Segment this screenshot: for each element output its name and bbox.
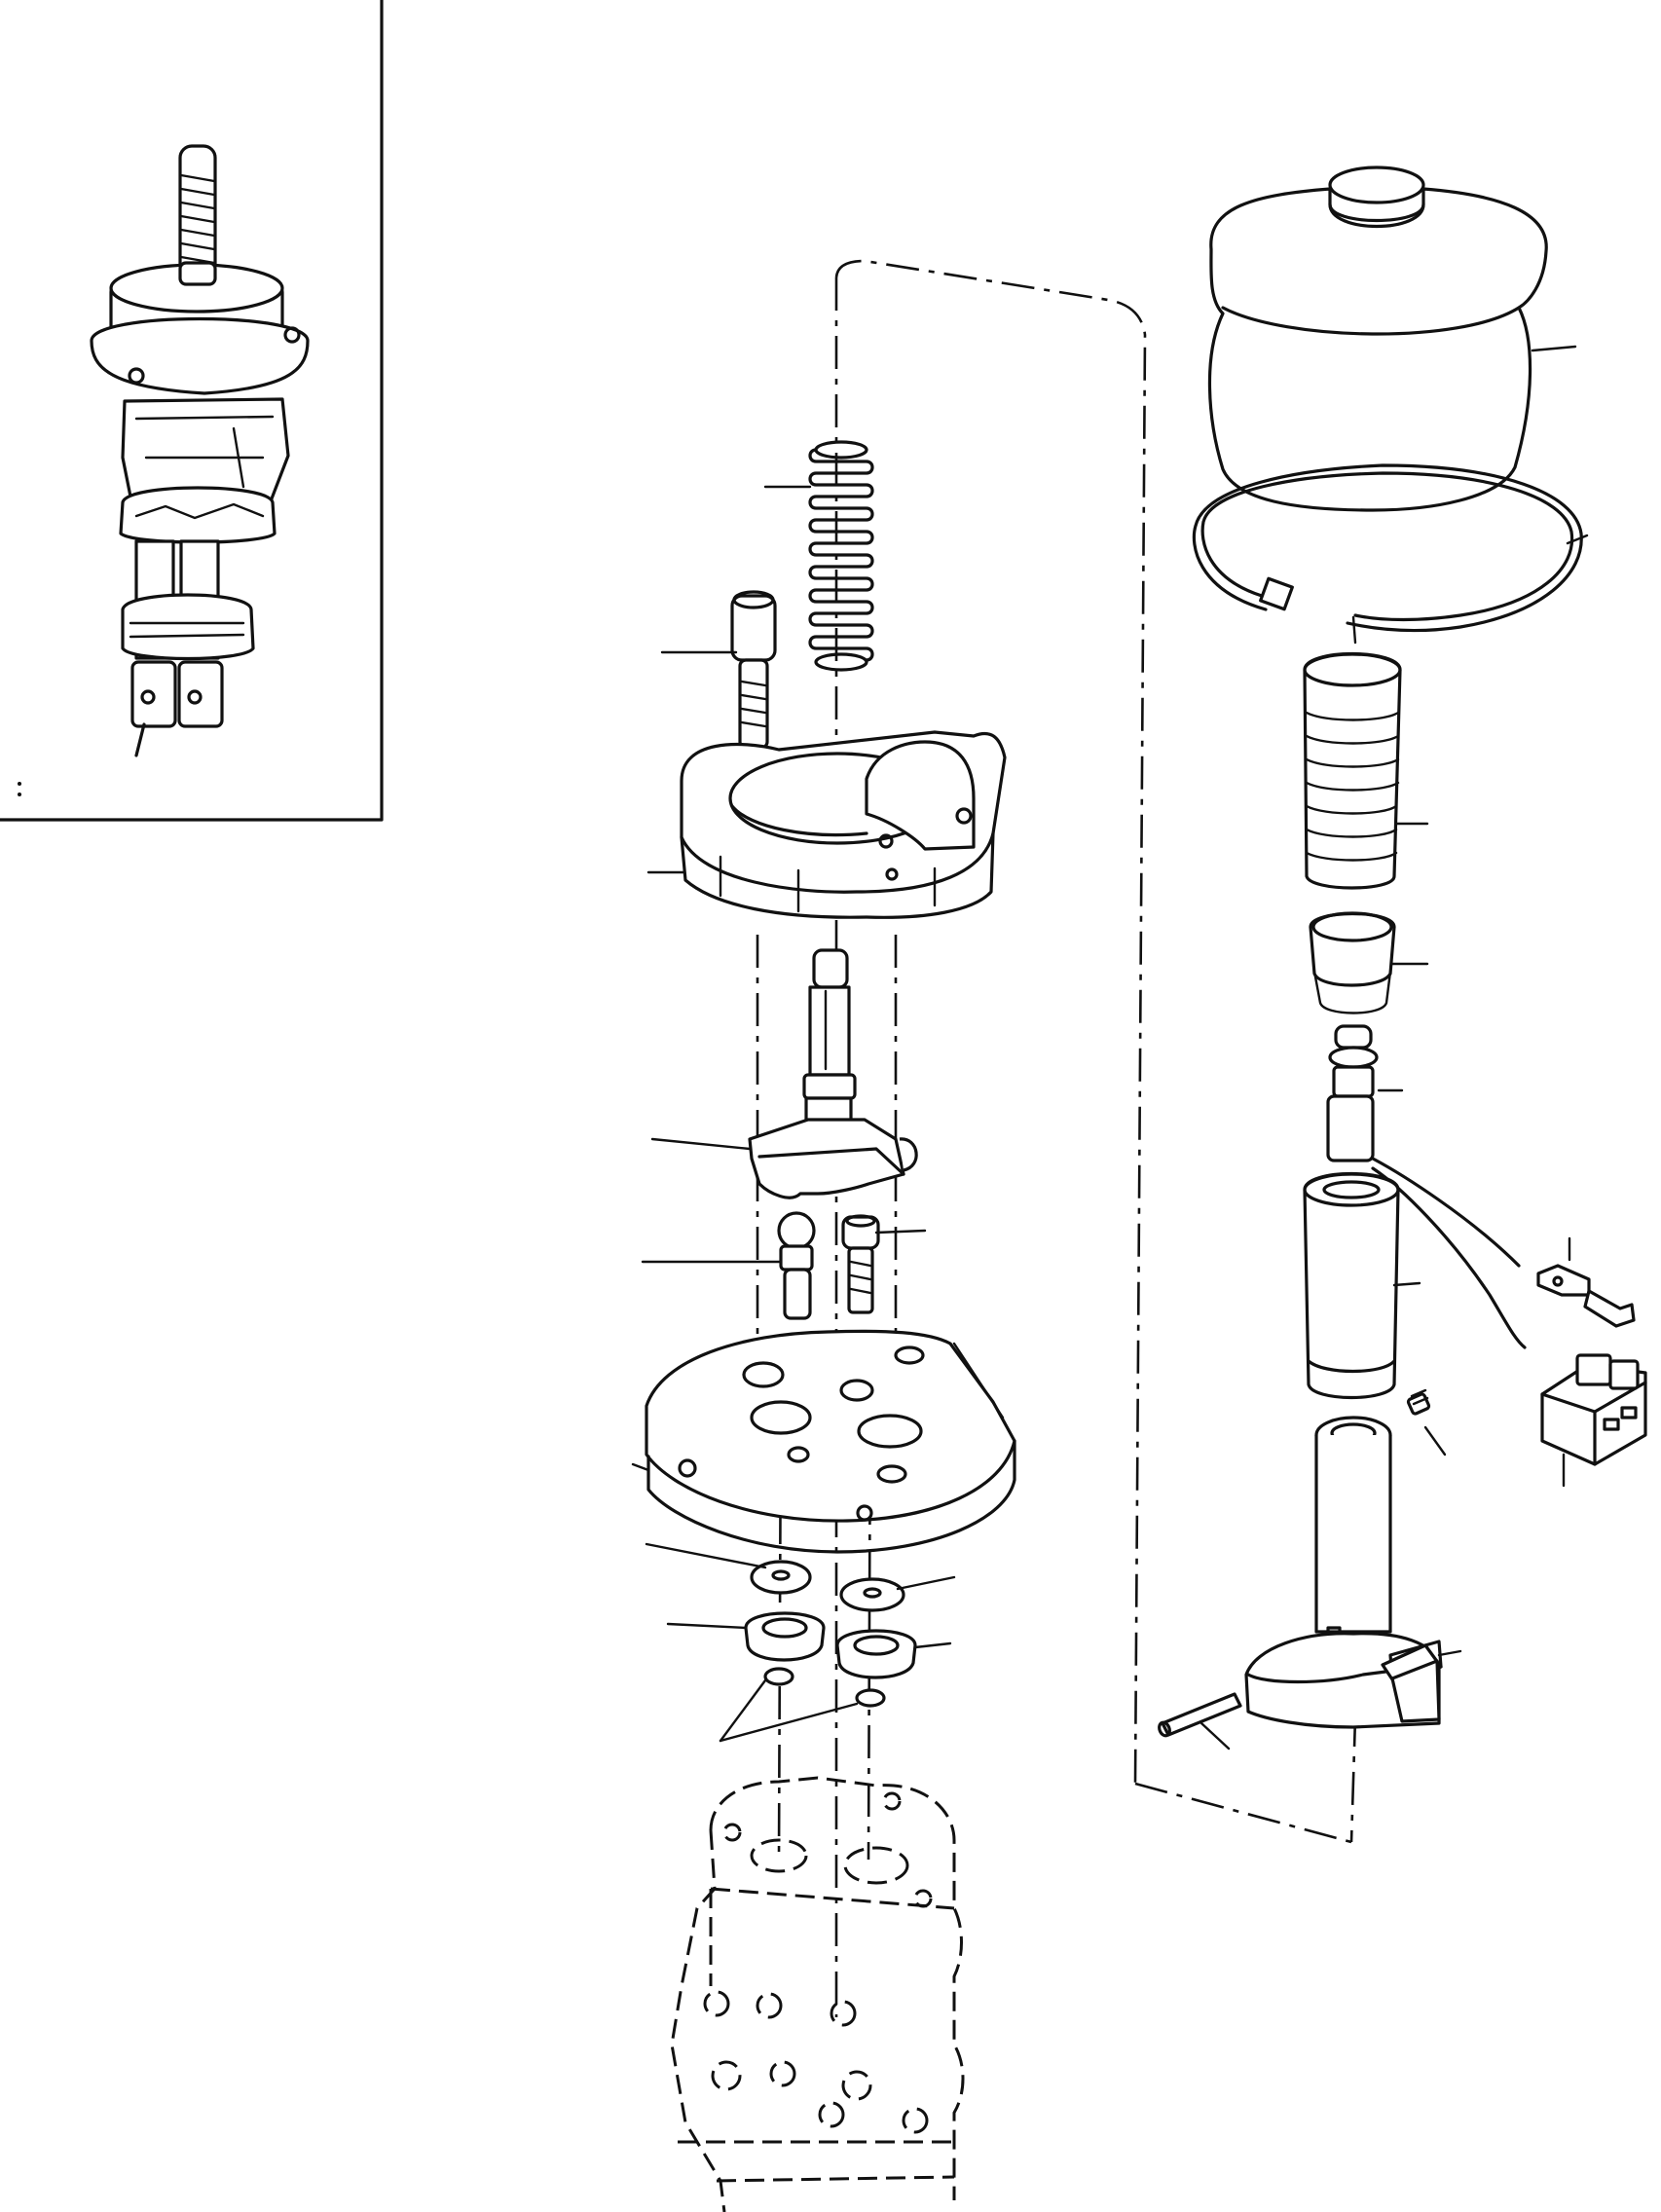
washer-right [839, 1575, 956, 1612]
guide-cover-plate [646, 730, 1007, 919]
handle-grip [1303, 651, 1429, 890]
shaft-disc-knob [802, 948, 857, 1139]
lock-nut [1309, 911, 1429, 1014]
inset-frame [0, 0, 384, 822]
seal-cup-left [666, 1611, 826, 1662]
wire-terminal [1536, 1236, 1636, 1328]
cap-screw-top [660, 590, 777, 750]
rubber-boot [1207, 166, 1577, 512]
lever-base-rocker [1244, 1416, 1462, 1729]
socket-head-screw [841, 1214, 927, 1314]
rocker-plate-upper [650, 1118, 918, 1199]
set-screw-small [1406, 1388, 1447, 1456]
o-rings [719, 1667, 886, 1743]
washer-left [645, 1542, 812, 1595]
lever-tube [1303, 1171, 1421, 1399]
ball-stud [641, 1211, 816, 1320]
seal-cup-right [835, 1629, 952, 1679]
wire-connector [1540, 1353, 1647, 1488]
return-spring [763, 440, 874, 672]
valve-body [670, 1776, 965, 2212]
roll-pin [1158, 1692, 1242, 1751]
switch-plunger [1326, 1024, 1527, 1349]
valve-base-plate [631, 1329, 1016, 1554]
boot-clamp-band [1192, 463, 1589, 633]
inset-valve-assembly [90, 144, 310, 757]
